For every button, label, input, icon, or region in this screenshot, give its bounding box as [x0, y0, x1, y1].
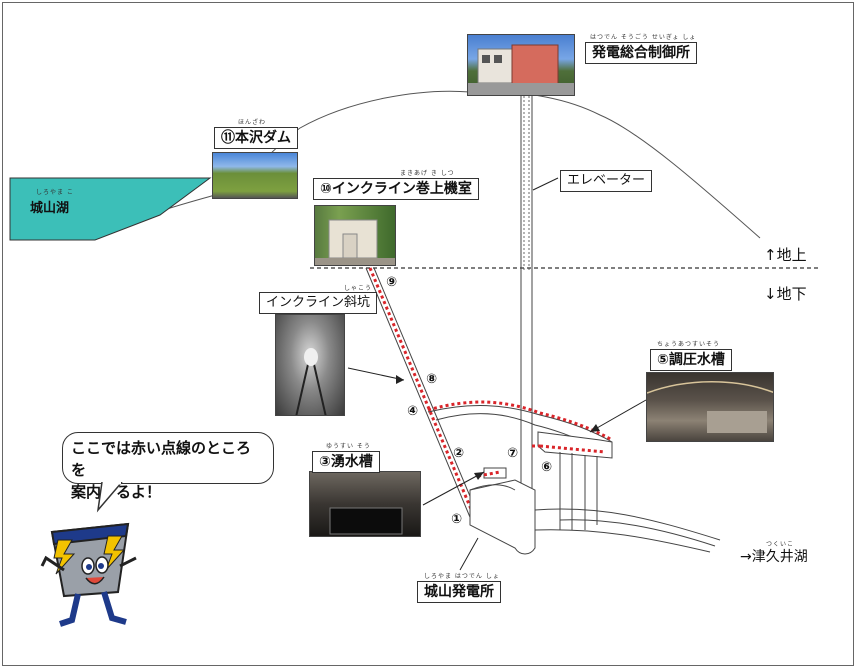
point-8: ⑧ [426, 372, 438, 387]
incline-shaft-line-outer-2 [373, 267, 481, 521]
lake-shiroyama-label: 城山湖 [30, 201, 70, 216]
tunnel-route-red [427, 400, 613, 442]
spring-tank-label: ③湧水槽 [312, 451, 380, 473]
tunnel-to-surge-upper [427, 405, 613, 443]
incline-shaft-line-outer [365, 267, 473, 523]
tailrace-mid [559, 519, 716, 547]
point-9: ⑨ [386, 275, 398, 290]
surge-tank-photo [646, 372, 774, 442]
tailrace-upper [534, 508, 721, 541]
power-station-label: 城山発電所 [417, 581, 501, 603]
leader-surge [589, 399, 647, 433]
lake-shiroyama [9, 177, 212, 241]
point-1: ① [451, 512, 463, 527]
power-station-top [469, 484, 516, 491]
incline-room-photo [314, 205, 396, 266]
spring-tank-ruby: ゆうすい そう [326, 443, 371, 450]
leader-elevator [532, 177, 559, 191]
leader-shaft [347, 367, 405, 381]
leader-spring-arrow [474, 472, 484, 480]
incline-shaft-ruby: しゃこう [344, 285, 373, 292]
surge-tank-ruby: ちょうあつすいそう [657, 341, 721, 348]
control-office-ruby: はつでん そうごう せいぎょ しょ [590, 34, 697, 41]
leader-surge-arrow [590, 424, 600, 432]
spring-tank-small [483, 467, 507, 479]
spring-route-red [477, 470, 501, 478]
surge-tank-label: ⑤調圧水槽 [650, 349, 732, 371]
incline-room-label: ⑩インクライン巻上機室 [313, 178, 479, 200]
elevator-label: エレベーター [560, 170, 653, 192]
spring-tank-photo [309, 471, 421, 537]
lake-tsukui-ruby: つくいこ [766, 541, 795, 548]
above-ground-label: ↑地上 [764, 246, 807, 264]
leader-spring [422, 471, 485, 506]
point-4: ④ [407, 404, 419, 419]
electric-mascot-icon [40, 522, 137, 627]
leader-shaft-arrow [396, 375, 404, 384]
point-2: ② [453, 446, 465, 461]
incline-room-ruby: まきあげ き しつ [400, 170, 455, 177]
dam-photo [212, 152, 298, 199]
point-7: ⑦ [507, 446, 519, 461]
leader-station [459, 537, 479, 571]
bubble-line-1: ここでは赤い点線のところを [71, 439, 252, 479]
tailrace-lower [534, 529, 711, 553]
mountain-outline [94, 90, 761, 239]
dam-ruby: ほんざわ [238, 119, 267, 126]
incline-shaft-label: インクライン斜坑 [259, 292, 378, 314]
bubble-tail [96, 482, 123, 513]
control-office-photo [467, 34, 575, 96]
incline-route-red [368, 267, 478, 522]
power-station-body [469, 479, 536, 555]
lake-tsukui-label: →津久井湖 [740, 549, 808, 565]
lake-shiroyama-ruby: しろやま こ [36, 189, 74, 196]
underground-label: ↓地下 [764, 285, 807, 303]
bubble-line-2: 案内するよ！ [71, 483, 162, 501]
power-station-ruby: しろやま はつでん しょ [424, 573, 500, 580]
dam-label: ⑪本沢ダム [214, 127, 298, 149]
point-6: ⑥ [541, 460, 553, 475]
speech-bubble: ここでは赤い点線のところを 案内するよ！ [62, 432, 274, 501]
incline-shaft-photo [275, 314, 345, 416]
control-office-label: 発電総合制御所 [585, 42, 697, 64]
surge-tank-route-red [539, 444, 606, 454]
